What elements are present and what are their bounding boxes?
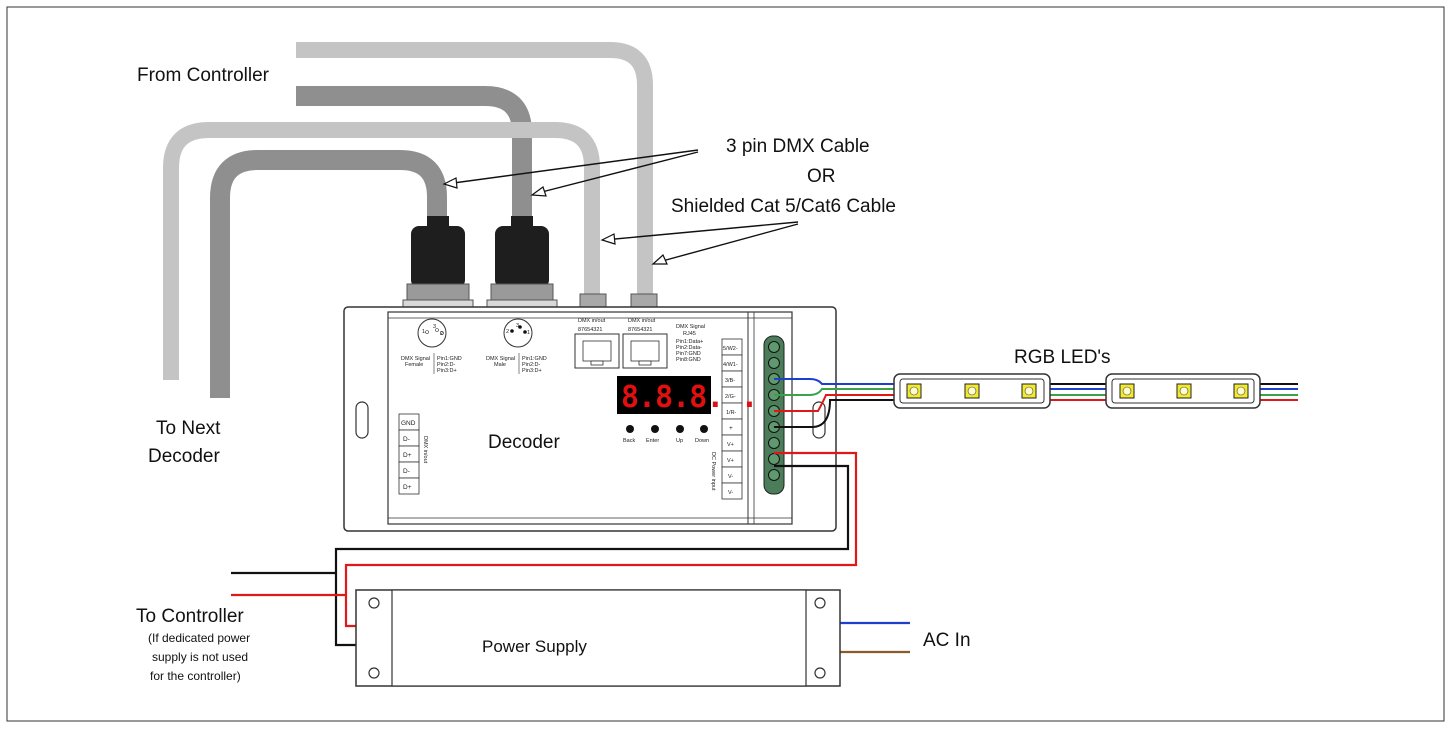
xlr-male-sub: Male	[494, 362, 506, 368]
decoder-label: Decoder	[488, 432, 560, 453]
xlr-male-socket: 2 3 1	[503, 318, 533, 348]
xlr-plug-male	[486, 216, 558, 309]
back-button-label: Back	[623, 438, 635, 444]
dmx-inout-label: DMX in/out	[422, 436, 428, 464]
xlr-female-pin1: Pin1:GND	[437, 356, 462, 362]
terminal-w1: 4/W1-	[723, 362, 738, 368]
xlr-female-sub: Female	[405, 362, 423, 368]
black-power-wire	[334, 464, 850, 647]
xlr-plug-female	[402, 216, 474, 309]
callout-arrows	[445, 149, 799, 264]
ac-in-label: AC In	[923, 630, 971, 651]
controller-note-line-3: for the controller)	[150, 669, 241, 683]
dmx-terminal-d-plus-1: D+	[403, 452, 412, 459]
enter-button-label: Enter	[646, 438, 659, 444]
rgb-leds-label: RGB LED's	[1014, 347, 1111, 368]
xlr-male-pin3: Pin3:D+	[522, 368, 542, 374]
down-button[interactable]	[700, 425, 708, 433]
output-terminal-strip	[721, 338, 743, 500]
back-button[interactable]	[626, 425, 634, 433]
svg-text:2: 2	[440, 331, 443, 337]
led-strip-segment-1	[893, 373, 1051, 409]
terminal-vminus-1: V-	[728, 474, 733, 480]
from-controller-label: From Controller	[137, 65, 270, 86]
cable-cat-left	[163, 122, 600, 380]
rj45-info-pin2: Pin2:Data-	[676, 345, 702, 351]
terminal-g: 2/G-	[725, 394, 736, 400]
up-button[interactable]	[676, 425, 684, 433]
rj45-info-pin7: Pin7:GND	[676, 351, 701, 357]
power-wires	[231, 451, 910, 654]
seven-segment-display	[617, 376, 711, 414]
dmx-terminal-d-minus-2: D-	[403, 468, 410, 475]
mount-slot-left	[355, 401, 369, 439]
dc-power-label: DC Power input	[710, 452, 716, 491]
dmx-cables	[163, 42, 653, 398]
terminal-w2: 5/W2-	[723, 346, 738, 352]
dmx-terminal-gnd: GND	[401, 420, 416, 427]
controller-note-line-2: supply is not used	[152, 650, 248, 664]
xlr-female-socket: 1 3 2	[417, 318, 447, 348]
terminal-r: 1/R-	[726, 410, 737, 416]
terminal-vplus-1: V+	[727, 442, 734, 448]
rj45-info-pin1: Pin1:Data+	[676, 339, 703, 345]
arrow-heads	[442, 177, 668, 265]
decoder-unit: 1 3 2 DMX Signal Female Pin1:GND Pin2:D-…	[343, 306, 837, 532]
down-button-label: Down	[695, 438, 709, 444]
dmx-terminal-d-minus-1: D-	[403, 436, 410, 443]
rj45-info-sub: RJ45	[683, 331, 696, 337]
cable-type-line-3: Shielded Cat 5/Cat6 Cable	[671, 196, 896, 217]
terminal-b: 3/B-	[725, 378, 735, 384]
svg-text:1: 1	[422, 329, 425, 335]
rj45-info-title: DMX Signal	[676, 324, 705, 330]
terminal-vminus-2: V-	[728, 490, 733, 496]
xlr-male-label: DMX Signal	[486, 356, 515, 362]
cable-type-line-2: OR	[807, 166, 836, 187]
rj45-info-pin8: Pin8:GND	[676, 357, 701, 363]
dmx-terminal-strip	[398, 413, 420, 495]
svg-text:3: 3	[433, 324, 436, 330]
rj45-socket-1	[574, 333, 620, 369]
svg-text:3: 3	[516, 323, 519, 329]
svg-text:1: 1	[527, 330, 530, 336]
rj45-2-label: DMX in/out	[628, 318, 656, 324]
enter-button[interactable]	[651, 425, 659, 433]
rj45-plug-left	[579, 293, 607, 309]
xlr-female-pin2: Pin2:D-	[437, 362, 456, 368]
to-next-decoder-line-2: Decoder	[148, 446, 220, 467]
xlr-female-label: DMX Signal	[401, 356, 430, 362]
led-wires	[774, 378, 1298, 428]
xlr-female-pin3: Pin3:D+	[437, 368, 457, 374]
cable-xlr-female	[210, 150, 447, 398]
rj45-2-pins: 87654321	[628, 327, 652, 333]
controller-note-line-1: (If dedicated power	[148, 631, 250, 645]
power-supply-label: Power Supply	[482, 637, 587, 656]
to-next-decoder-line-1: To Next	[156, 418, 221, 439]
cable-type-line-1: 3 pin DMX Cable	[726, 136, 870, 157]
rj45-plug-right	[630, 293, 658, 309]
terminal-vplus-2: V+	[727, 458, 734, 464]
red-power-wire	[344, 451, 858, 628]
rj45-1-label: DMX in/out	[578, 318, 606, 324]
xlr-male-pin2: Pin2:D-	[522, 362, 541, 368]
power-supply-unit	[355, 589, 841, 687]
xlr-male-pin1: Pin1:GND	[522, 356, 547, 362]
cable-cat-right	[296, 42, 653, 296]
rj45-1-pins: 87654321	[578, 327, 602, 333]
led-strip-segment-2	[1105, 373, 1261, 409]
svg-text:2: 2	[506, 329, 509, 335]
rj45-socket-2	[622, 333, 668, 369]
up-button-label: Up	[676, 438, 683, 444]
terminal-plus: +	[729, 425, 733, 432]
to-controller-label: To Controller	[136, 606, 244, 627]
dmx-terminal-d-plus-2: D+	[403, 484, 412, 491]
